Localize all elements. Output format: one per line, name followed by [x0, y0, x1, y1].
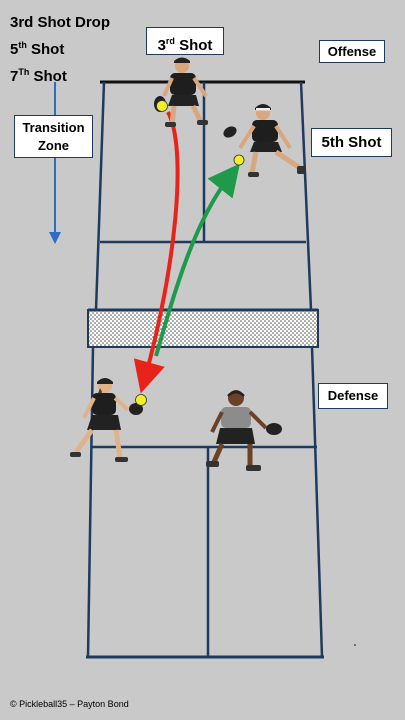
transition-zone-line-1: Transition: [22, 120, 85, 135]
title-line-1: 3rd Shot Drop: [10, 14, 110, 31]
far-left-sideline: [94, 81, 106, 311]
player-third-shot: [154, 57, 208, 127]
court-mark: [354, 644, 356, 646]
title-line-2-rest: Shot: [26, 41, 65, 58]
title-line-2-sup: th: [18, 40, 27, 50]
third-shot-label: 3rd Shot: [146, 27, 224, 55]
title-block: 3rd Shot Drop 5th Shot 7Th Shot: [10, 12, 110, 88]
third-shot-arrow: [133, 111, 180, 394]
title-line-3: 7Th Shot: [10, 61, 110, 88]
near-left-sideline: [86, 346, 95, 658]
player-fifth-shot: [223, 104, 306, 177]
title-line-3-rest: Shot: [29, 68, 67, 85]
transition-zone-line-2: Zone: [37, 138, 70, 153]
third-shot-label-rest: Shot: [174, 37, 213, 54]
net: [87, 308, 319, 348]
ball-icon: [233, 154, 245, 166]
ball-icon: [156, 100, 168, 112]
title-line-2: 5th Shot: [10, 34, 110, 61]
player-defender-left: [70, 378, 147, 462]
fifth-shot-arrow: [154, 163, 240, 357]
far-right-sideline: [299, 81, 313, 311]
title-line-3-sup: Th: [18, 67, 30, 77]
court-lines: [86, 80, 324, 659]
title-line-2-number: 5: [10, 41, 19, 58]
fifth-shot-label: 5th Shot: [311, 128, 392, 157]
near-right-sideline: [310, 346, 324, 658]
third-shot-label-number: 3: [157, 37, 166, 54]
offense-label: Offense: [319, 40, 385, 63]
defense-label: Defense: [318, 383, 388, 409]
copyright-footer: © Pickleball35 – Payton Bond: [10, 699, 129, 709]
title-line-3-number: 7: [10, 68, 19, 85]
transition-zone-label: Transition Zone: [14, 115, 93, 158]
third-shot-label-sup: rd: [165, 36, 175, 46]
ball-icon: [135, 394, 147, 406]
player-defender-right: [206, 390, 282, 471]
